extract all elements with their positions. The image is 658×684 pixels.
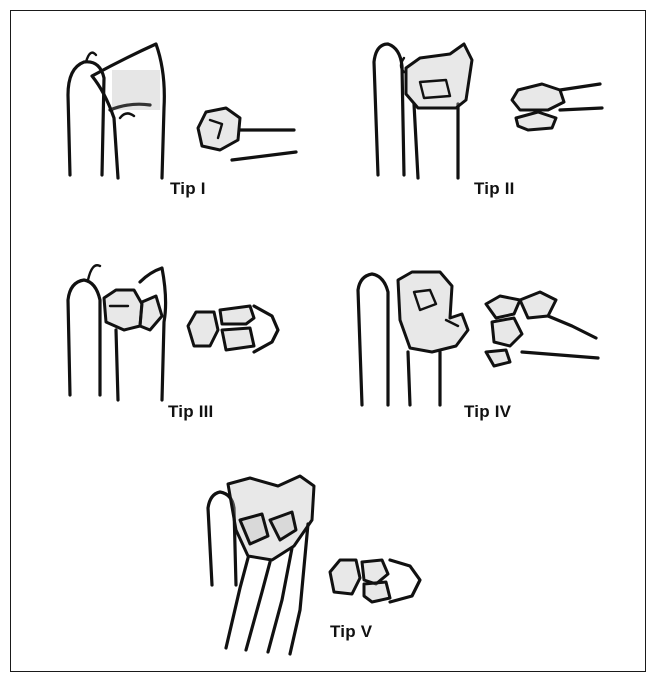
tip-1-illustration — [68, 44, 296, 178]
tip-5-front-view — [208, 476, 314, 654]
tip-2-front-view — [374, 44, 472, 178]
tip-4-illustration — [358, 272, 598, 405]
tip-5-illustration — [208, 476, 420, 654]
tip-5-side-view — [330, 560, 420, 602]
tip-4-front-view — [358, 272, 468, 405]
tip-1-front-view — [68, 44, 164, 178]
tip-1-label: Tip I — [170, 179, 206, 199]
tip-1-side-view — [198, 108, 296, 160]
tip-4-label: Tip IV — [464, 402, 511, 422]
tip-3-illustration — [68, 265, 278, 400]
tip-2-illustration — [374, 44, 602, 178]
tip-2-side-view — [512, 84, 602, 130]
tip-2-label: Tip II — [474, 179, 515, 199]
tip-3-side-view — [188, 306, 278, 352]
tip-5-label: Tip V — [330, 622, 372, 642]
tip-3-front-view — [68, 265, 166, 400]
tip-4-side-view — [486, 292, 598, 366]
tip-3-label: Tip III — [168, 402, 213, 422]
